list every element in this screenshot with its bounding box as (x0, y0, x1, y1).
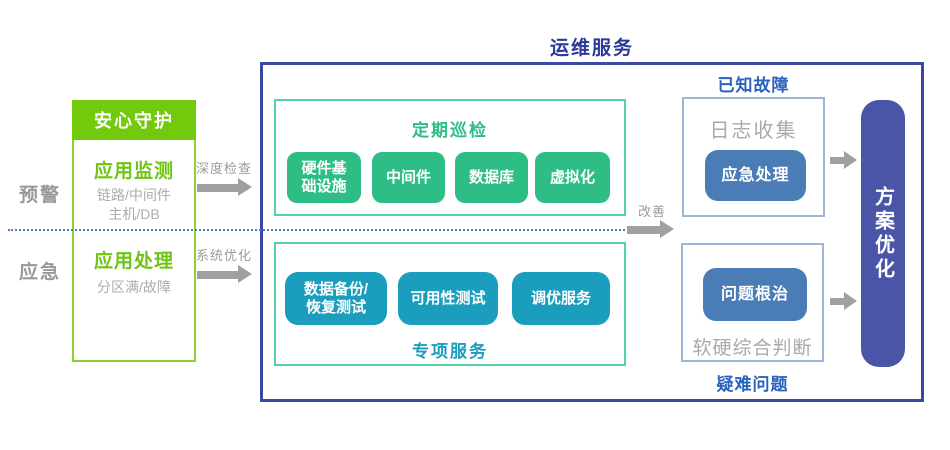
solution-optimization-label: 方案优化 (871, 185, 894, 282)
inspection-item-virtualization: 虚拟化 (535, 152, 610, 203)
system-optimize-arrow-right-icon (197, 265, 252, 284)
solution-optimization-pill: 方案优化 (861, 100, 905, 367)
inspection-title: 定期巡检 (412, 121, 488, 140)
special-item-availability-test: 可用性测试 (398, 272, 498, 325)
app-handle-subtext: 分区满/故障 (97, 279, 171, 295)
known-faults-arrow-right-icon (830, 151, 857, 169)
special-item-backup-recovery: 数据备份/ 恢复测试 (285, 272, 387, 325)
root-cause-chip: 问题根治 (703, 268, 807, 321)
ops-panel-title: 运维服务 (549, 38, 634, 59)
hard-problems-arrow-right-icon (830, 292, 857, 310)
inspection-item-hardware: 硬件基 础设施 (287, 152, 361, 203)
hard-problems-title: 疑难问题 (716, 375, 789, 394)
improve-arrow-right-icon (627, 220, 674, 239)
emergency-handling-chip: 应急处理 (705, 150, 806, 201)
combined-judgement-label: 软硬综合判断 (692, 338, 813, 359)
inspection-item-middleware: 中间件 (372, 152, 445, 203)
app-handle-title: 应用处理 (93, 251, 174, 272)
app-monitor-subtext: 链路/中间件 主机/DB (97, 187, 171, 222)
known-faults-title: 已知故障 (717, 76, 790, 95)
inspection-item-database: 数据库 (455, 152, 528, 203)
special-service-title: 专项服务 (412, 342, 488, 361)
lane-divider-dotted-line (8, 229, 632, 231)
label-warning: 预警 (18, 185, 61, 206)
special-item-tuning-service: 调优服务 (512, 272, 610, 325)
system-optimize-label: 系统优化 (196, 248, 253, 263)
ops-panel (260, 62, 924, 402)
label-emergency: 应急 (18, 262, 61, 283)
guard-panel-header: 安心守护 (72, 100, 196, 140)
log-collection-label: 日志收集 (709, 120, 798, 142)
deep-check-arrow-right-icon (197, 178, 252, 197)
app-monitor-title: 应用监测 (93, 161, 174, 182)
improve-label: 改善 (637, 204, 666, 219)
guard-panel (72, 100, 196, 362)
deep-check-label: 深度检查 (196, 161, 253, 176)
